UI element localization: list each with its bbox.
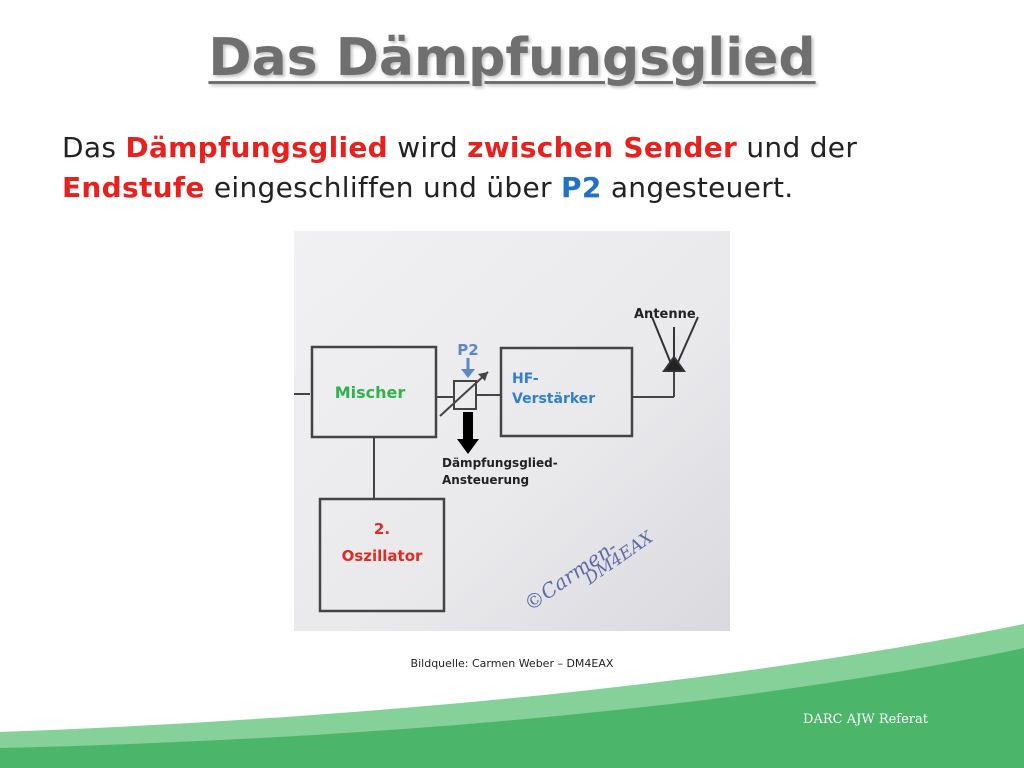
hf-amplifier-block <box>499 346 634 438</box>
body-text-part: und der <box>737 131 858 164</box>
potentiometer-arrow <box>439 371 489 417</box>
footer-label: DARC AJW Referat <box>803 712 928 727</box>
image-source-caption: Bildquelle: Carmen Weber – DM4EAX <box>410 657 614 670</box>
body-highlight-zwischen-sender: zwischen Sender <box>467 131 738 164</box>
body-text-part: wird <box>388 131 468 164</box>
body-highlight-endstufe: Endstufe <box>62 171 205 204</box>
footer-wave-decoration <box>0 624 1024 768</box>
p2-label: P2 <box>457 341 478 359</box>
control-arrow-head <box>457 439 479 454</box>
control-label-line1: Dämpfungsglied- <box>442 456 558 470</box>
antenna-label: Antenne <box>634 307 696 322</box>
oscillator-label-line2: Oszillator <box>342 547 423 565</box>
hf-amplifier-label-line1: HF- <box>512 371 539 387</box>
mixer-label: Mischer <box>335 383 406 402</box>
slide-body-text: Das Dämpfungsglied wird zwischen Sender … <box>62 128 1002 208</box>
body-text-part: angesteuert. <box>601 171 794 204</box>
p2-arrow-head <box>461 369 475 378</box>
oscillator-block <box>318 497 446 613</box>
paper-background <box>294 231 730 631</box>
antenna-icon <box>651 316 699 372</box>
control-label-line2: Ansteuerung <box>442 473 529 487</box>
mixer-block <box>310 345 438 439</box>
signal-lines <box>294 371 675 499</box>
potentiometer-arrowhead <box>478 372 488 381</box>
hf-amplifier-label-line2: Verstärker <box>512 391 595 407</box>
body-text-part: Das <box>62 131 126 164</box>
oscillator-label-line1: 2. <box>374 520 390 538</box>
control-arrow-shaft <box>463 412 473 440</box>
slide-title: Das Dämpfungsglied <box>208 28 816 88</box>
attenuator-symbol <box>453 380 477 410</box>
body-text-part: eingeschliffen und über <box>204 171 562 204</box>
body-highlight-p2: P2 <box>561 171 602 204</box>
block-diagram-photo: Mischer HF- Verstärker 2. Oszillator P2 … <box>294 231 730 631</box>
body-highlight-daempfungsglied: Dämpfungsglied <box>125 131 389 164</box>
